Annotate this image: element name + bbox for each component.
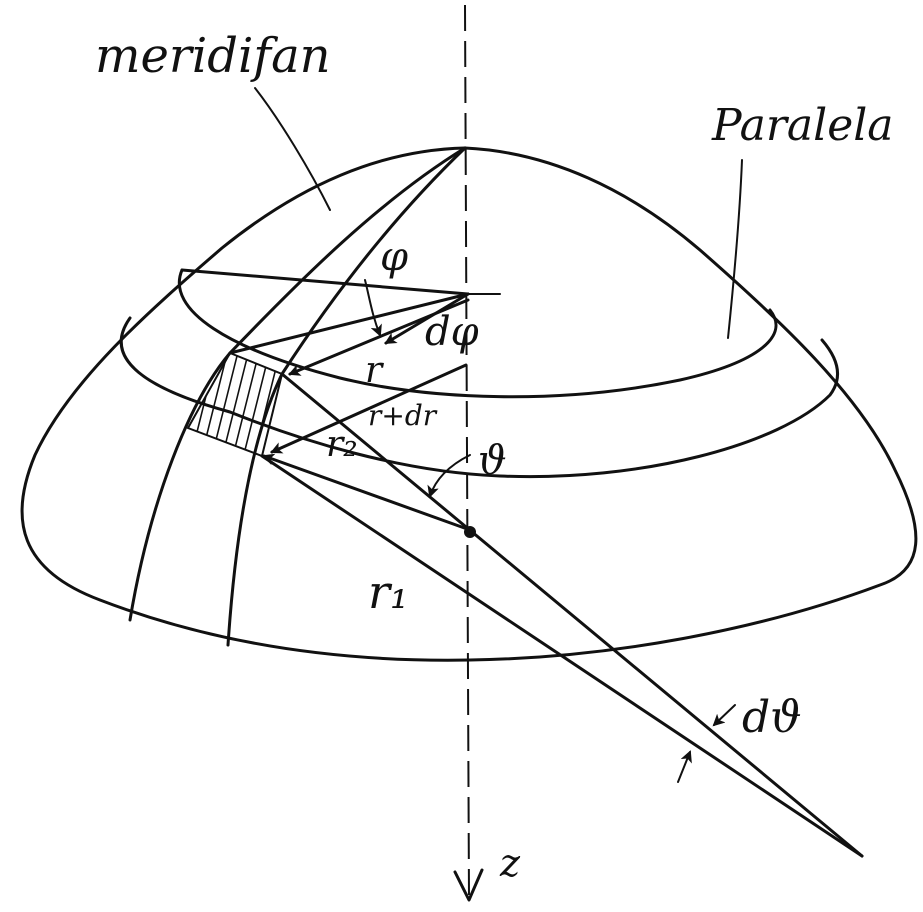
z-axis-arrow-icon	[453, 868, 484, 902]
parallel-label: Paralela	[711, 100, 894, 151]
r-plus-dr-arrow	[270, 363, 468, 454]
meridian-curve-2	[226, 146, 467, 647]
lower-parallel-ring	[119, 316, 839, 479]
phi-label: φ	[380, 234, 408, 280]
axis-center-point	[464, 526, 476, 538]
upper-parallel-ring	[177, 268, 778, 399]
r2-label: r₂	[326, 424, 358, 465]
z-label: z	[499, 841, 521, 885]
dphi-label: dφ	[425, 309, 479, 355]
theta-angle-arc	[427, 454, 471, 498]
r1-label: r₁	[368, 565, 408, 619]
r1-radius-line	[280, 372, 864, 858]
r-radius-line	[228, 292, 470, 355]
dome-outline	[20, 146, 918, 662]
meridian-label: meridifan	[95, 28, 331, 84]
dtheta-upper-arrow	[712, 704, 736, 727]
phi-angle-arc	[364, 279, 382, 337]
symmetry-axis	[464, 4, 470, 901]
r-label: r	[365, 350, 384, 391]
r-arrow	[288, 298, 470, 376]
r1-lower-radius-line	[260, 454, 864, 858]
r-plus-dr-label: r+dr	[368, 399, 438, 432]
parallel-leader-line	[727, 159, 743, 339]
phi-reference-line	[180, 268, 470, 296]
dtheta-label: dϑ	[742, 692, 802, 743]
dtheta-lower-arrow	[677, 750, 692, 783]
r2-arrow	[262, 453, 472, 532]
meridian-curve-1	[128, 146, 467, 622]
meridian-leader-line	[254, 87, 331, 211]
shell-element-hatching	[189, 353, 282, 456]
theta-label: ϑ	[478, 438, 507, 484]
